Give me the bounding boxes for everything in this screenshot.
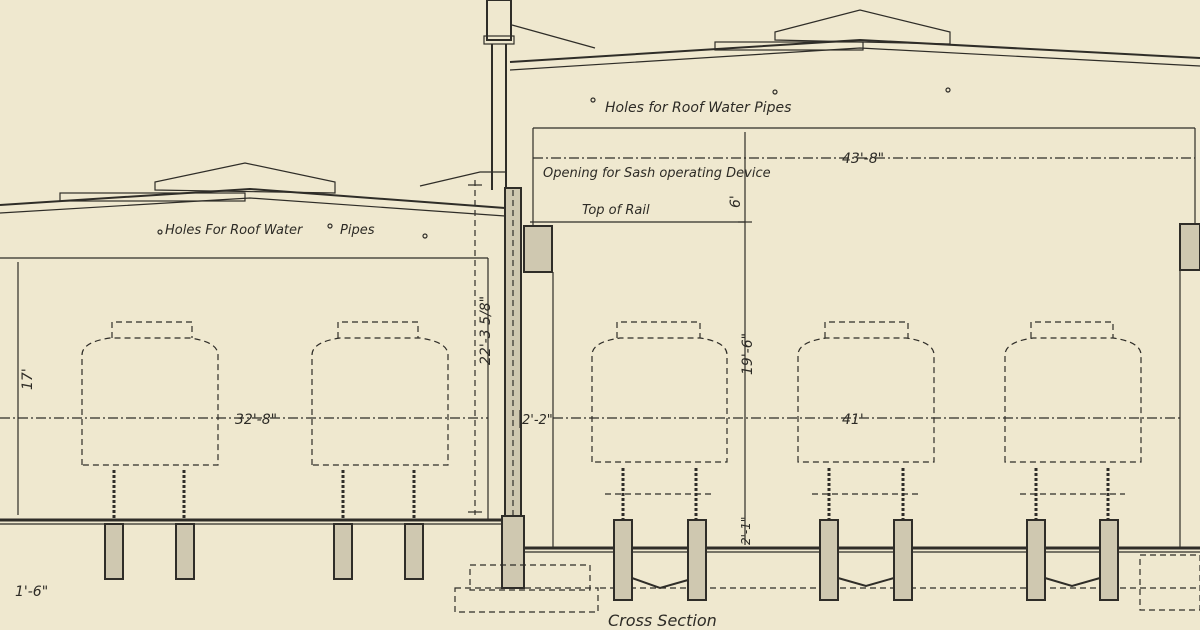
right-roof-underside (509, 47, 1200, 71)
right-roof-line (509, 38, 1200, 63)
right-vat-1 (591, 321, 728, 463)
right-building (509, 9, 1200, 611)
right-width-dim: 43'-8" (842, 151, 884, 167)
left-vat-2 (311, 321, 449, 466)
left-building (0, 162, 506, 580)
rail-to-eave-dim: 6' (728, 195, 744, 208)
left-roof-note-suffix: Pipes (340, 223, 375, 238)
left-height-dim: 17' (20, 368, 36, 390)
drawing-title: Cross Section (608, 611, 717, 630)
right-rail-bracket-left (523, 225, 553, 273)
right-vat-3 (1004, 321, 1142, 463)
right-rail-bracket-right (1179, 223, 1200, 271)
left-roof-note: Holes For Roof Water (165, 223, 304, 238)
chimney (486, 0, 512, 41)
right-roof-note: Holes for Roof Water Pipes (605, 100, 791, 116)
left-parapet (419, 171, 505, 187)
left-piers (104, 470, 424, 580)
right-vat-2 (797, 321, 935, 463)
center-footing (501, 515, 525, 589)
left-monitor (154, 162, 336, 194)
base-dim: 2'-1" (739, 517, 753, 545)
right-span-dim: 41' (842, 412, 864, 428)
right-height-dim: 19'-6" (740, 333, 756, 375)
wall-offset-dim: 2'-2" (522, 413, 553, 428)
sash-note: Opening for Sash operating Device (543, 166, 771, 181)
left-vent-strip (59, 192, 246, 202)
top-of-rail-note: Top of Rail (582, 203, 650, 218)
right-vent-strip (714, 41, 864, 51)
left-tall-dim: 22'-3 5/8" (478, 296, 494, 365)
left-width-dim: 32'-8" (235, 412, 277, 428)
left-roof-line (0, 187, 506, 209)
left-roof-underside (0, 197, 506, 217)
center-wall (454, 0, 599, 613)
right-piers (605, 468, 1200, 611)
left-vat-1 (81, 321, 219, 466)
left-footing-dim: 1'-6" (15, 584, 48, 600)
center-footing-base (469, 564, 591, 591)
right-monitor (774, 9, 951, 45)
